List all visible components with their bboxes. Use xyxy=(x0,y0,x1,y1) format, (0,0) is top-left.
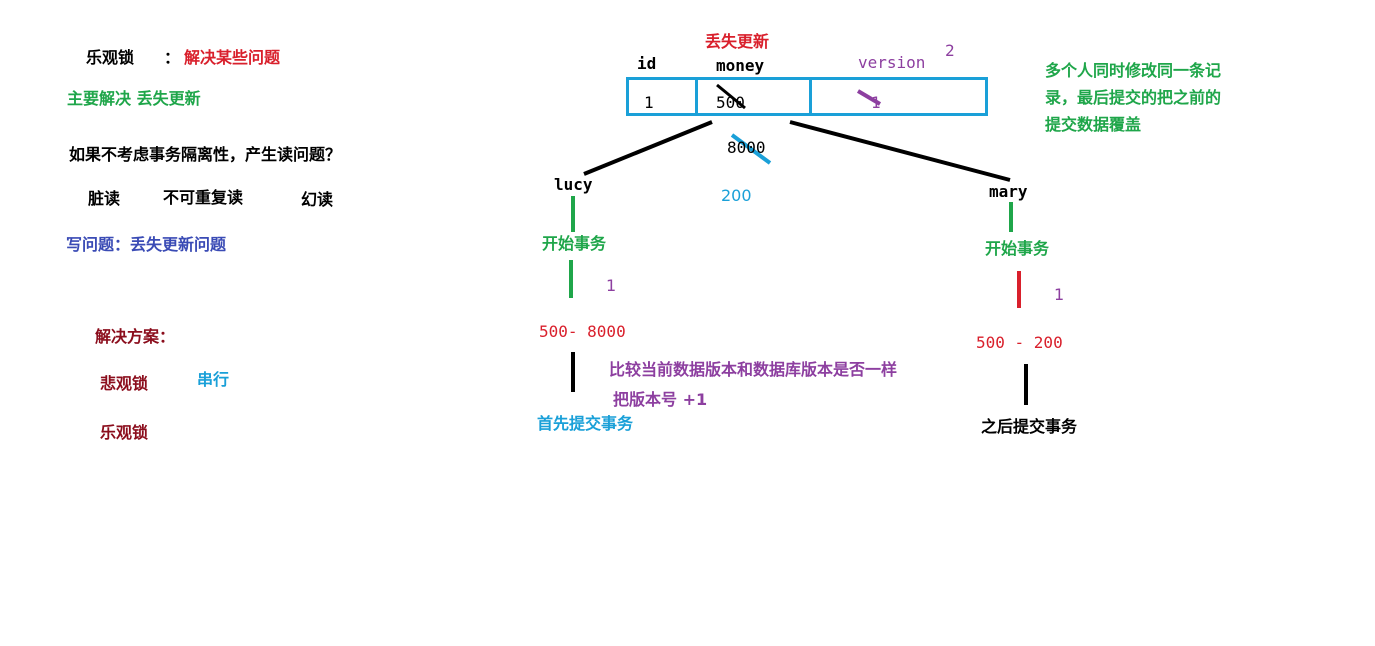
connector-table-mary xyxy=(789,120,1011,182)
non-repeatable-read-label: 不可重复读 xyxy=(163,188,244,207)
lucy-name: lucy xyxy=(554,175,593,194)
mary-commit: 之后提交事务 xyxy=(981,417,1078,436)
table-cell-id: 1 xyxy=(626,77,698,116)
column-header-id: id xyxy=(637,54,657,73)
mary-name: mary xyxy=(989,182,1028,201)
mary-start-transaction: 开始事务 xyxy=(985,239,1050,258)
money-candidate-8000: 8000 xyxy=(727,138,766,157)
lucy-commit: 首先提交事务 xyxy=(537,414,634,433)
optimistic-lock-label: 乐观锁 xyxy=(86,48,135,67)
solves-prefix: ： xyxy=(164,48,181,67)
lucy-calculation: 500- 8000 xyxy=(539,322,626,341)
solution-title: 解决方案： xyxy=(95,327,176,346)
compare-version-note: 比较当前数据版本和数据库版本是否一样 xyxy=(609,360,898,379)
money-candidate-200: 200 xyxy=(721,186,752,205)
column-header-money: money xyxy=(716,56,765,75)
cell-money-value: 500 xyxy=(716,93,745,112)
version-new-value: 2 xyxy=(945,41,955,60)
phantom-read-label: 幻读 xyxy=(301,190,334,209)
optimistic-lock-label-2: 乐观锁 xyxy=(100,423,149,442)
column-header-version: version xyxy=(858,53,926,72)
mary-calculation: 500 - 200 xyxy=(976,333,1063,352)
dirty-read-label: 脏读 xyxy=(88,189,121,208)
table-cell-version: 1 xyxy=(809,77,988,116)
connector-table-lucy xyxy=(583,120,713,176)
version-increment-note: 把版本号 +1 xyxy=(613,390,708,409)
cell-version-value: 1 xyxy=(871,93,881,112)
table-cell-money: 500 xyxy=(695,77,812,116)
solves-some-problems: 解决某些问题 xyxy=(184,48,281,67)
table-title: 丢失更新 xyxy=(705,32,770,51)
lost-update-explanation: 多个人同时修改同一条记录，最后提交的把之前的提交数据覆盖 xyxy=(1045,61,1222,134)
serial-label: 串行 xyxy=(197,370,230,389)
lucy-start-transaction: 开始事务 xyxy=(542,234,607,253)
strike-money-old xyxy=(716,83,746,110)
write-problem-label: 写问题：丢失更新问题 xyxy=(66,235,227,254)
strike-money-8000 xyxy=(730,133,772,165)
read-problem-question: 如果不考虑事务隔离性，产生读问题？ xyxy=(69,145,342,164)
lucy-version: 1 xyxy=(606,276,617,295)
strike-version-old xyxy=(856,89,882,106)
cell-id-value: 1 xyxy=(644,93,654,112)
pessimistic-lock-label: 悲观锁 xyxy=(100,374,149,393)
mainly-solves-label: 主要解决 丢失更新 xyxy=(67,89,201,108)
mary-version: 1 xyxy=(1054,285,1065,304)
